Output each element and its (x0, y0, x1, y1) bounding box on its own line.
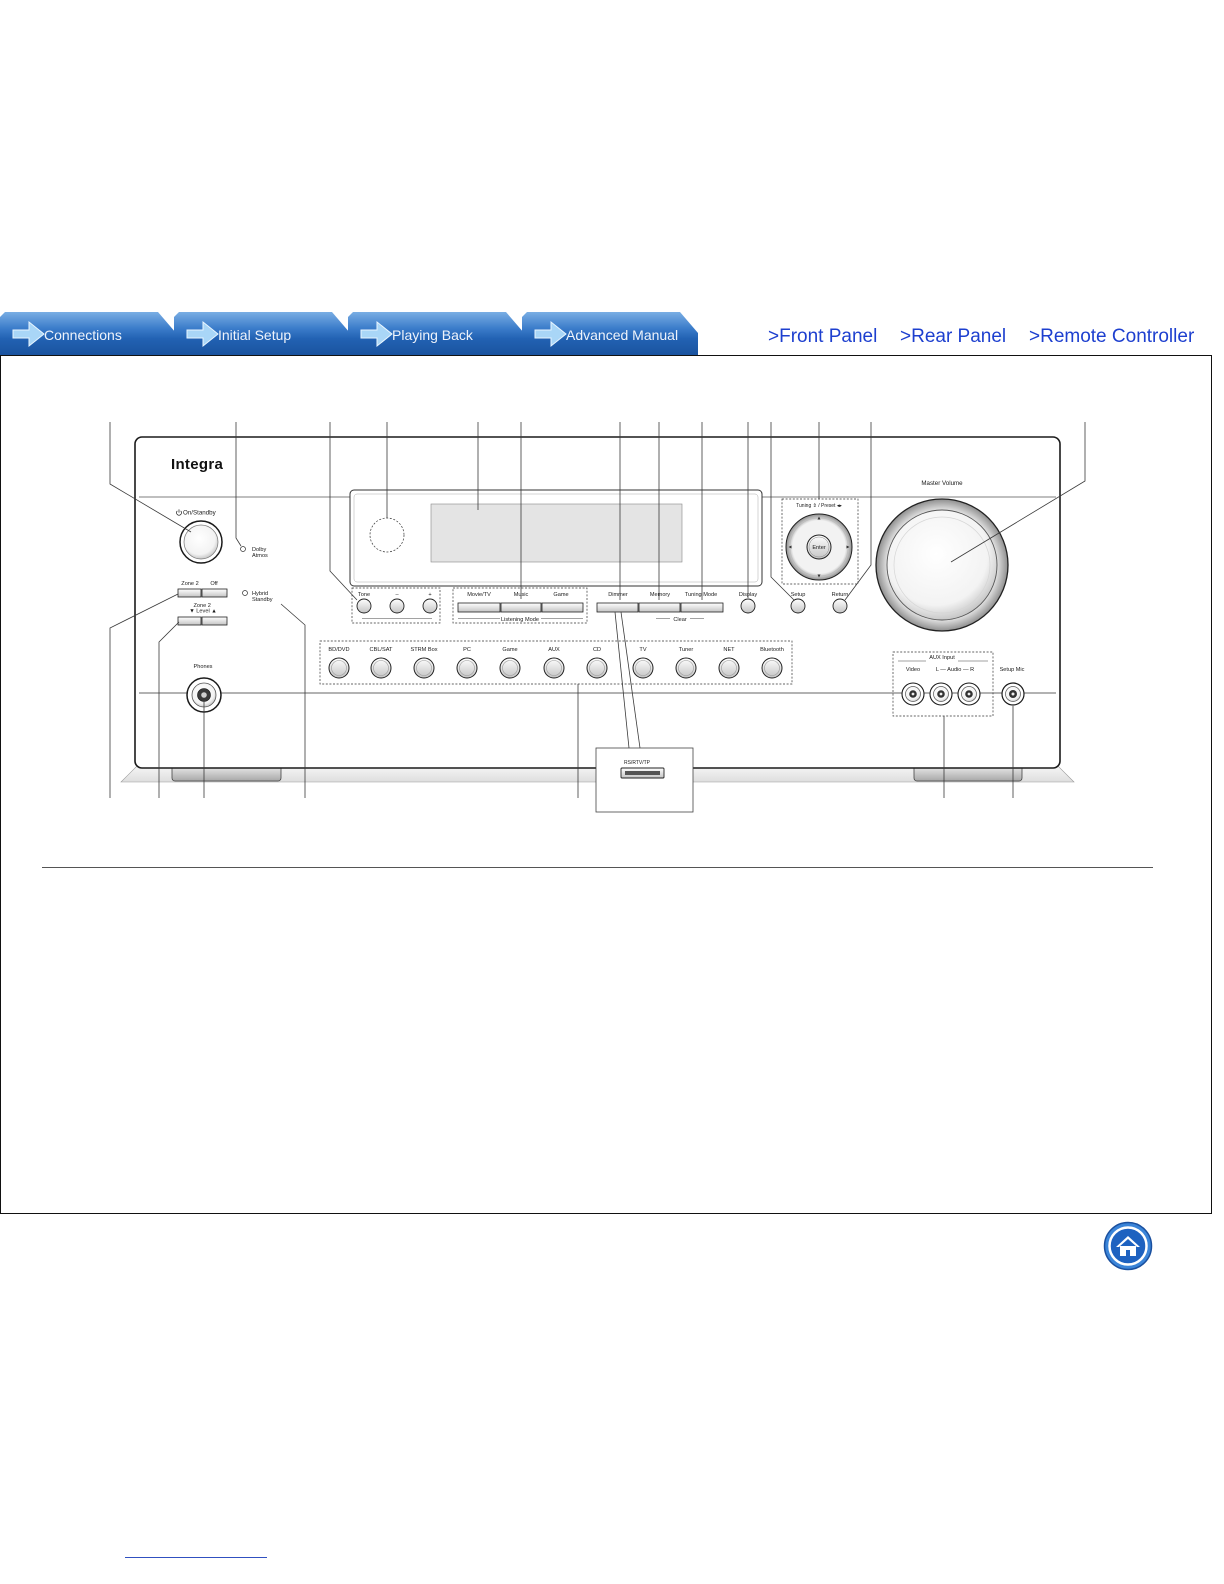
horizontal-divider (42, 867, 1153, 868)
tab-label: Advanced Manual (566, 327, 679, 343)
home-button[interactable] (1103, 1221, 1153, 1271)
remote-controller-link[interactable]: >Remote Controller (1029, 326, 1195, 347)
home-icon (1103, 1221, 1153, 1271)
bottom-link-underline[interactable] (125, 1557, 267, 1558)
tab-initial-setup[interactable]: Initial Setup (174, 312, 350, 355)
arrow-right-icon (186, 320, 219, 348)
arrow-right-icon (534, 320, 567, 348)
tab-label: Playing Back (392, 327, 473, 343)
tab-label: Initial Setup (218, 327, 292, 343)
arrow-right-icon (12, 320, 45, 348)
tab-playing-back[interactable]: Playing Back (348, 312, 524, 355)
rear-panel-link[interactable]: >Rear Panel (900, 326, 1007, 347)
front-panel-link[interactable]: >Front Panel (768, 326, 878, 347)
content-frame (0, 355, 1212, 1214)
tab-connections[interactable]: Connections (0, 312, 176, 355)
tab-advanced-manual[interactable]: Advanced Manual (522, 312, 698, 355)
arrow-right-icon (360, 320, 393, 348)
tab-label: Connections (44, 327, 122, 343)
